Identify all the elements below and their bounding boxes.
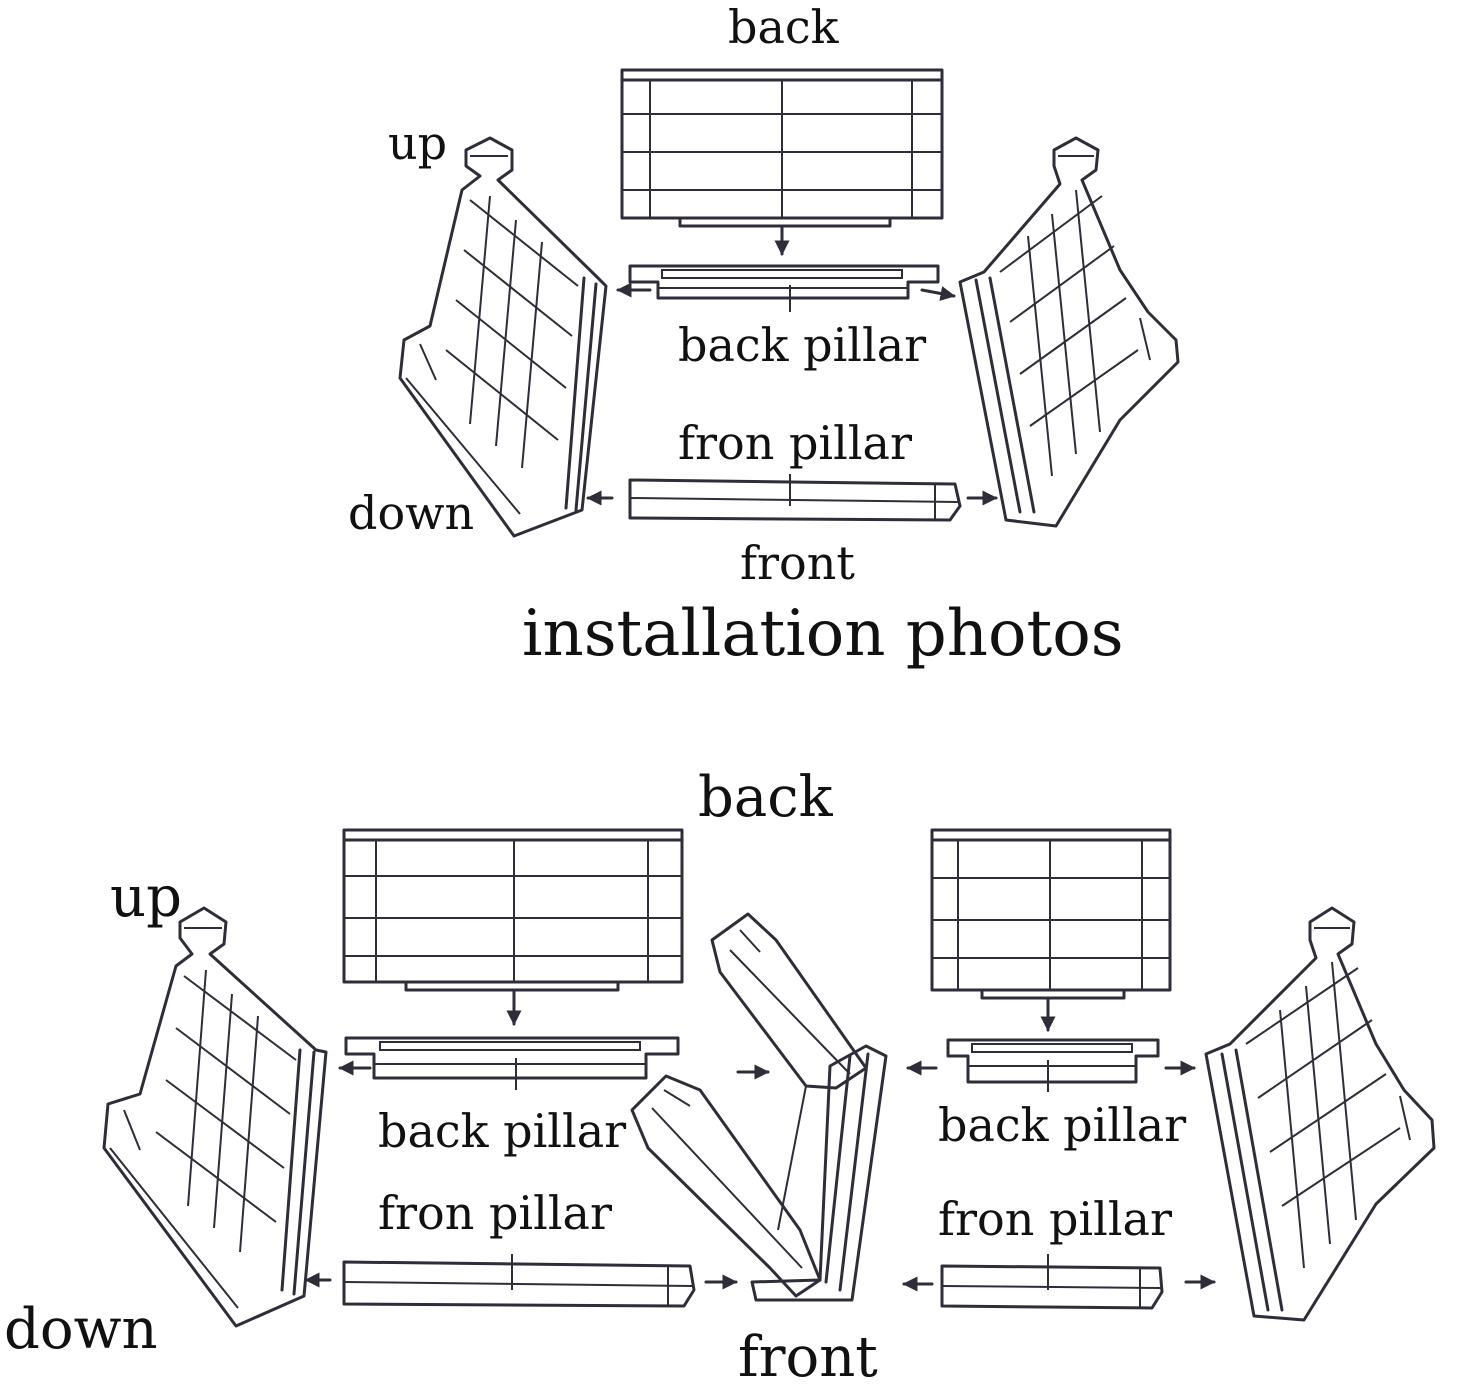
- bottom-front-pillar-right: [940, 1254, 1164, 1310]
- top-arrow-right-1: [920, 286, 956, 301]
- top-front-pillar: [628, 474, 962, 522]
- bottom-back-pillar-left-label: back pillar: [378, 1104, 627, 1158]
- bottom-back-pillar-right: [946, 1038, 1160, 1092]
- top-back-label: back: [728, 0, 839, 54]
- top-back-panel: [620, 68, 944, 228]
- bottom-back-panel-right: [930, 828, 1172, 1000]
- top-front-label: front: [740, 536, 855, 590]
- bottom-back-label: back: [698, 765, 833, 830]
- bottom-front-pillar-left: [342, 1254, 696, 1308]
- bottom-down-label: down: [4, 1297, 158, 1362]
- top-down-label: down: [348, 486, 475, 540]
- bottom-up-label: up: [110, 865, 182, 930]
- bottom-back-pillar-left: [344, 1036, 680, 1090]
- bottom-back-pillar-right-label: back pillar: [938, 1098, 1187, 1152]
- bottom-right-side-panel: [1204, 906, 1436, 1322]
- bottom-left-side-panel: [102, 906, 328, 1328]
- top-back-pillar-label: back pillar: [678, 318, 927, 372]
- top-up-label: up: [388, 116, 448, 170]
- bottom-back-panel-left: [342, 828, 684, 992]
- top-fron-pillar-label: fron pillar: [678, 416, 912, 470]
- bottom-fron-pillar-left-label: fron pillar: [378, 1186, 612, 1240]
- top-back-pillar: [628, 264, 940, 312]
- top-left-side-panel: [398, 136, 608, 538]
- top-right-side-panel: [958, 136, 1180, 528]
- caption: installation photos: [522, 597, 1124, 671]
- bottom-front-label: front: [738, 1325, 878, 1390]
- bottom-corner-assembly: [630, 912, 888, 1302]
- bottom-fron-pillar-right-label: fron pillar: [938, 1192, 1172, 1246]
